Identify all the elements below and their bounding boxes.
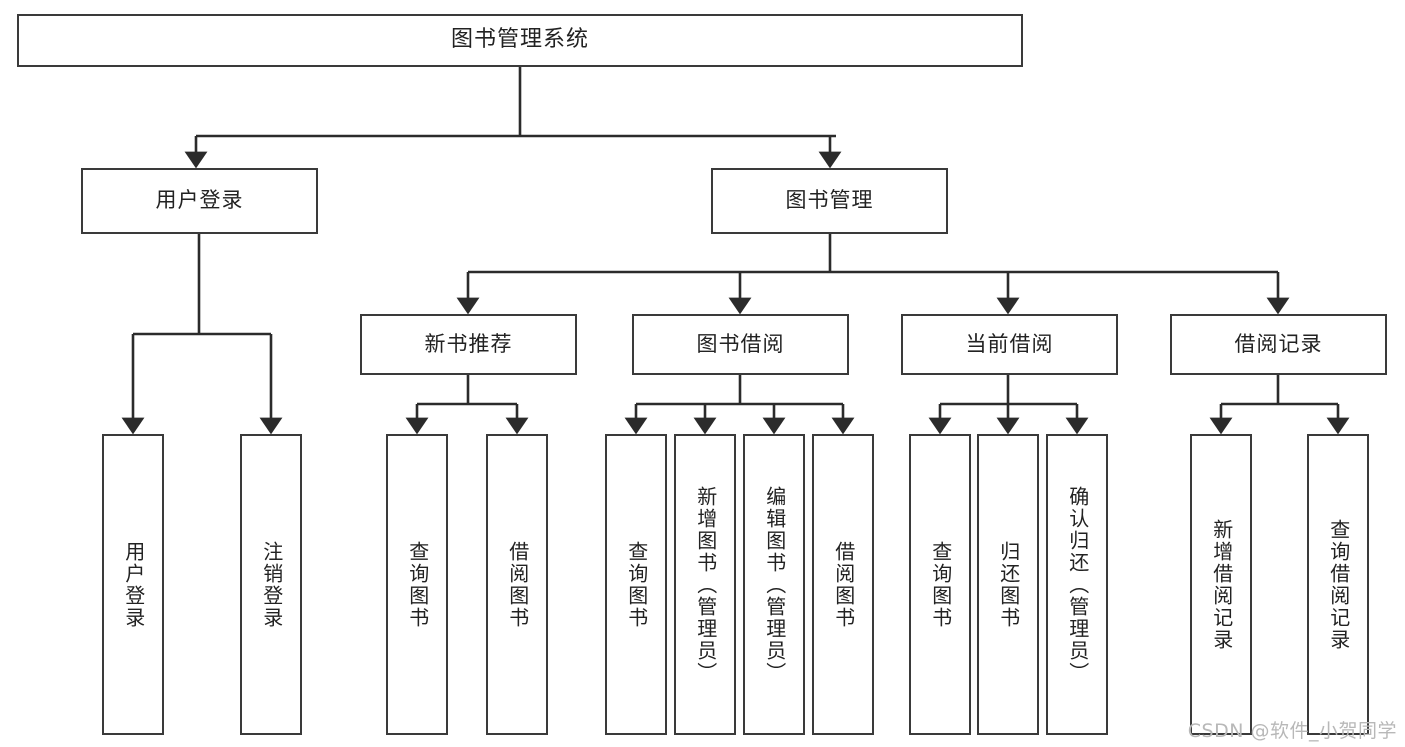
leaf-record-add-borrow-record[interactable]: 新增借阅记录	[1190, 434, 1252, 735]
leaf-record-query-borrow-record[interactable]: 查询借阅记录	[1307, 434, 1369, 735]
leaf-label: 确认归还（管理员）	[1065, 485, 1090, 684]
leaf-current-confirm-return-admin[interactable]: 确认归还（管理员）	[1046, 434, 1108, 735]
node-book-management[interactable]: 图书管理	[711, 168, 948, 234]
leaf-user-login-logout[interactable]: 注销登录	[240, 434, 302, 735]
leaf-label: 借阅图书	[505, 540, 530, 629]
leaf-new-book-query-book[interactable]: 查询图书	[386, 434, 448, 735]
leaf-borrow-borrow-book[interactable]: 借阅图书	[812, 434, 874, 735]
leaf-label: 借阅图书	[831, 540, 856, 629]
leaf-current-query-book[interactable]: 查询图书	[909, 434, 971, 735]
leaf-label: 查询借阅记录	[1326, 518, 1351, 651]
node-current-borrow[interactable]: 当前借阅	[901, 314, 1118, 375]
leaf-borrow-add-book-admin[interactable]: 新增图书（管理员）	[674, 434, 736, 735]
leaf-borrow-edit-book-admin[interactable]: 编辑图书（管理员）	[743, 434, 805, 735]
node-new-book-recommend[interactable]: 新书推荐	[360, 314, 577, 375]
watermark-text: CSDN @软件_小贺同学	[1187, 720, 1397, 742]
leaf-borrow-query-book[interactable]: 查询图书	[605, 434, 667, 735]
leaf-current-return-book[interactable]: 归还图书	[977, 434, 1039, 735]
node-root-book-management-system[interactable]: 图书管理系统	[17, 14, 1023, 67]
leaf-label: 归还图书	[996, 540, 1021, 629]
leaf-user-login-login[interactable]: 用户登录	[102, 434, 164, 735]
leaf-label: 注销登录	[259, 540, 284, 629]
leaf-label: 编辑图书（管理员）	[762, 485, 787, 684]
leaf-label: 查询图书	[928, 540, 953, 629]
leaf-label: 新增图书（管理员）	[693, 485, 718, 684]
leaf-label: 用户登录	[121, 540, 146, 629]
leaf-new-book-borrow-book[interactable]: 借阅图书	[486, 434, 548, 735]
node-book-borrow[interactable]: 图书借阅	[632, 314, 849, 375]
leaf-label: 新增借阅记录	[1209, 518, 1234, 651]
leaf-label: 查询图书	[624, 540, 649, 629]
leaf-label: 查询图书	[405, 540, 430, 629]
node-user-login[interactable]: 用户登录	[81, 168, 318, 234]
node-borrow-record[interactable]: 借阅记录	[1170, 314, 1387, 375]
